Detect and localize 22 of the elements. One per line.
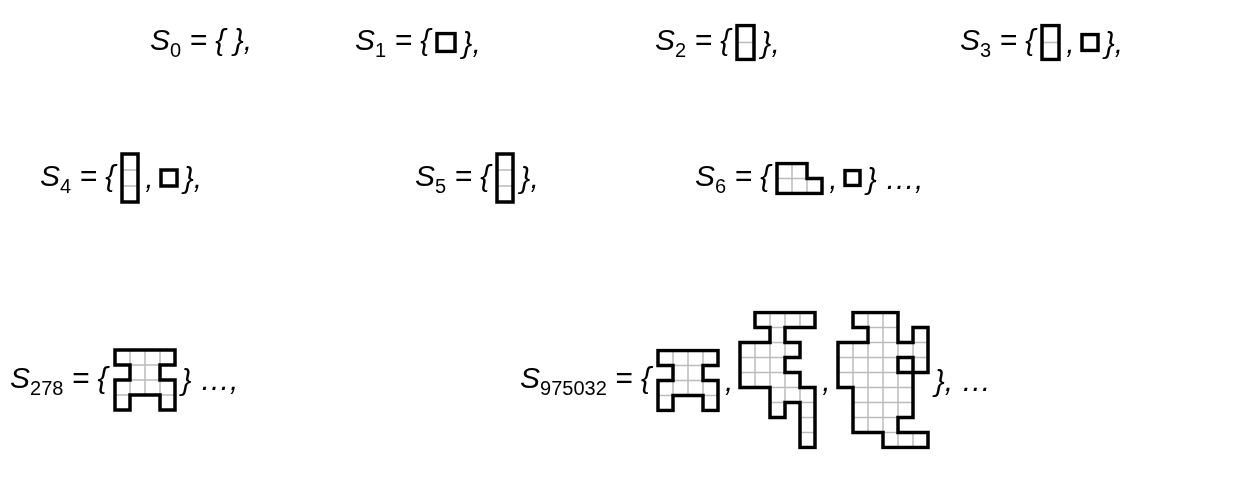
formula-text: , <box>145 161 154 195</box>
formula-text: } …, <box>866 161 924 195</box>
formula-text: S$_{278}$ = { <box>10 360 108 400</box>
formula-text: }, <box>462 25 481 59</box>
formula-text: }, <box>183 161 203 195</box>
formula-text: , <box>1066 25 1075 59</box>
formula-text: }, <box>761 25 780 59</box>
formula-text: S$_{3}$ = { <box>960 22 1036 62</box>
formula-text: S$_{1}$ = { <box>355 22 431 62</box>
formula-text: S$_{5}$ = { <box>415 158 491 198</box>
formula-text: S$_{0}$ = { }, <box>150 22 253 62</box>
formula-text: }, <box>520 161 539 195</box>
formula-text: } …, <box>181 363 239 397</box>
formula-text: , <box>725 363 734 397</box>
formula-text: S$_{975032}$ = { <box>520 360 651 400</box>
formula-text: }, <box>1104 25 1124 59</box>
formula-text: }, … <box>934 363 992 397</box>
formula-text: , <box>829 161 838 195</box>
formula-text: S$_{6}$ = { <box>695 158 771 198</box>
formula-text: , <box>822 363 831 397</box>
formula-text: S$_{4}$ = { <box>40 158 116 198</box>
formula-text: S$_{2}$ = { <box>655 22 731 62</box>
